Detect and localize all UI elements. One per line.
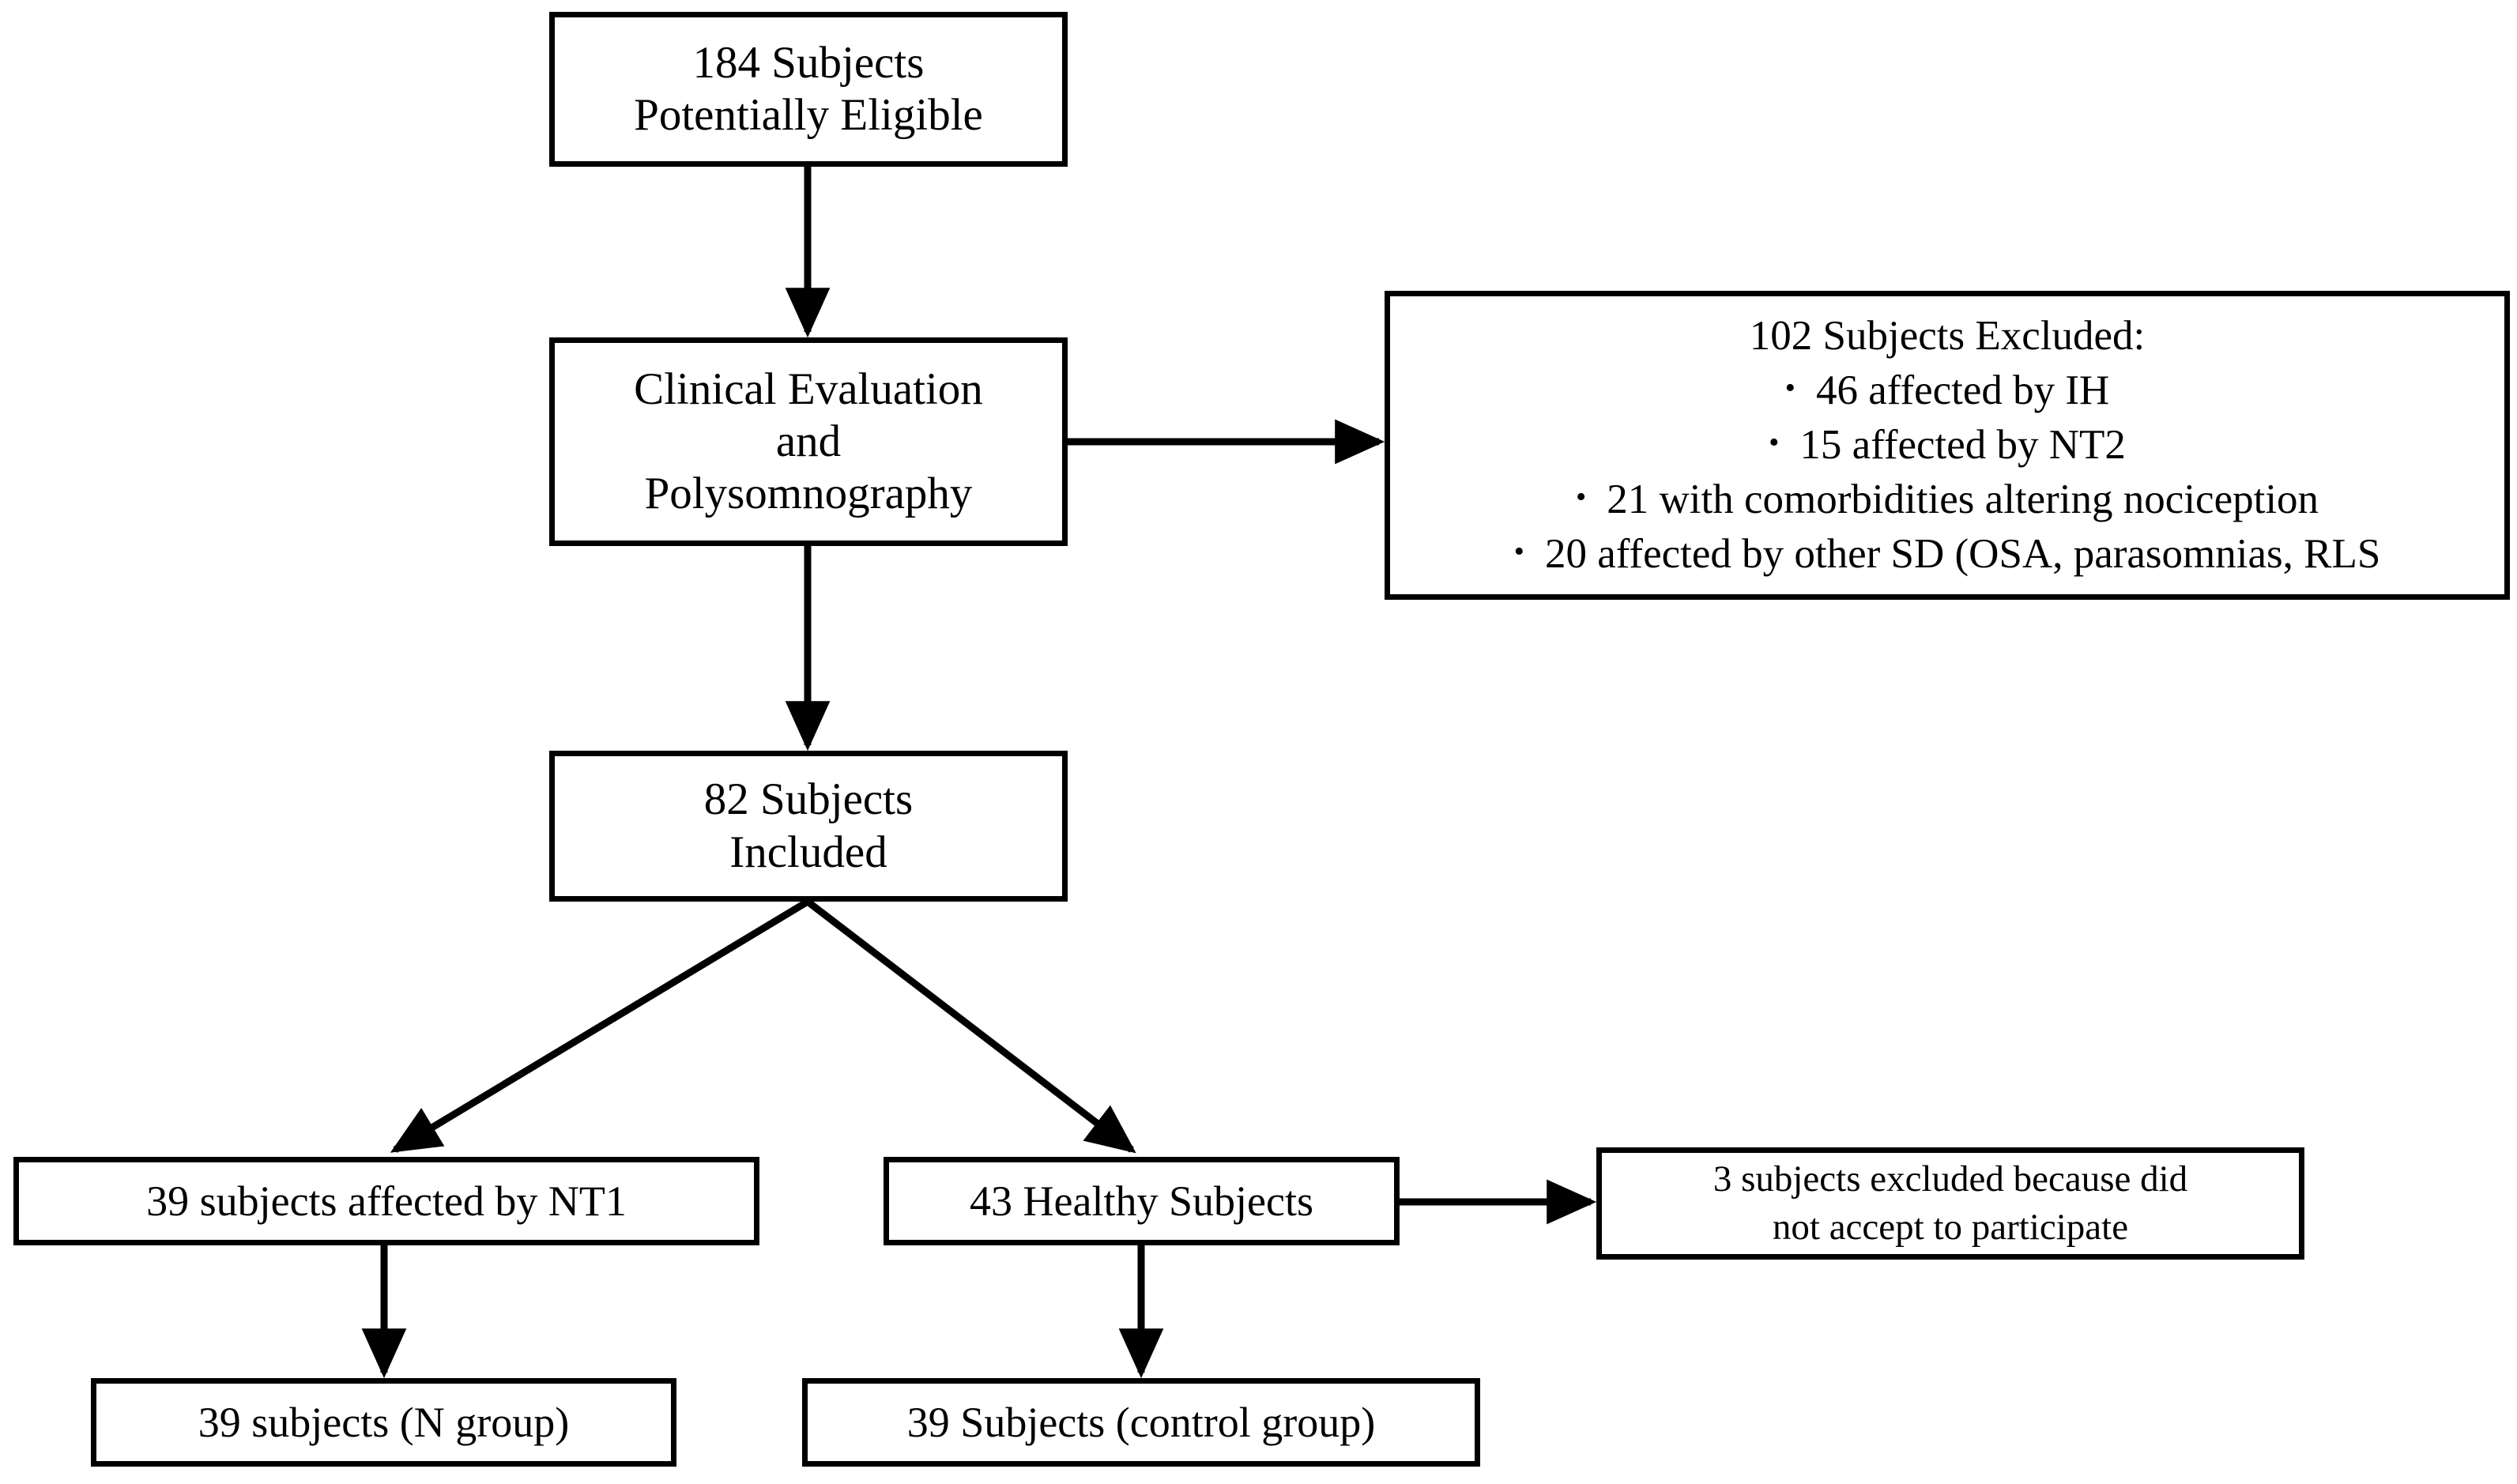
bullet-icon: •	[1769, 426, 1780, 460]
node-evaluation-line-1: Clinical Evaluation	[634, 363, 983, 414]
bullet-icon: •	[1513, 534, 1524, 568]
node-control-group: 39 Subjects (control group)	[802, 1378, 1480, 1467]
node-evaluation-line-2: and	[775, 416, 842, 466]
edge-included-to-nt1	[390, 898, 810, 1153]
excluded-102-item-2: • 15 affected by NT2	[1395, 418, 2500, 473]
excluded-102-item-4-text: 20 affected by other SD (OSA, parasomnia…	[1544, 530, 2381, 577]
node-control-group-label: 39 Subjects (control group)	[906, 1398, 1376, 1446]
node-healthy-subjects: 43 Healthy Subjects	[884, 1157, 1400, 1245]
node-n-group-label: 39 subjects (N group)	[198, 1398, 570, 1446]
node-included-line-1: 82 Subjects	[703, 774, 914, 825]
excluded-102-item-1-text: 46 affected by IH	[1815, 367, 2110, 414]
excluded-102-item-2-text: 15 affected by NT2	[1799, 422, 2126, 469]
node-eligible-subjects: 184 Subjects Potentially Eligible	[549, 12, 1068, 167]
excluded-102-item-1: • 46 affected by IH	[1395, 363, 2500, 418]
node-n-group: 39 subjects (N group)	[91, 1378, 676, 1467]
node-excluded-3: 3 subjects excluded because did not acce…	[1596, 1147, 2304, 1260]
node-clinical-evaluation: Clinical Evaluation and Polysomnography	[549, 337, 1068, 546]
excluded-102-item-3-text: 21 with comorbidities altering nocicepti…	[1607, 476, 2319, 522]
bullet-icon: •	[1575, 480, 1587, 514]
node-evaluation-line-3: Polysomnography	[644, 469, 973, 519]
excluded-102-item-3: • 21 with comorbidities altering nocicept…	[1395, 473, 2500, 527]
edge-included-to-healthy	[805, 898, 1136, 1154]
node-eligible-line-2: Potentially Eligible	[634, 90, 983, 140]
node-excluded-102: 102 Subjects Excluded: • 46 affected by I…	[1385, 291, 2510, 600]
node-excluded-3-line-2: not accept to participate	[1772, 1207, 2129, 1248]
excluded-102-item-4: • 20 affected by other SD (OSA, parasomni…	[1395, 527, 2500, 582]
node-healthy-label: 43 Healthy Subjects	[970, 1177, 1313, 1225]
node-excluded-3-line-1: 3 subjects excluded because did	[1713, 1158, 2188, 1200]
excluded-102-heading: 102 Subjects Excluded:	[1749, 313, 2146, 360]
node-nt1-subjects: 39 subjects affected by NT1	[13, 1157, 759, 1245]
node-nt1-label: 39 subjects affected by NT1	[146, 1177, 627, 1225]
node-included-subjects: 82 Subjects Included	[549, 751, 1068, 902]
node-included-line-2: Included	[729, 827, 887, 877]
bullet-icon: •	[1784, 371, 1795, 405]
node-eligible-line-1: 184 Subjects	[692, 37, 925, 88]
